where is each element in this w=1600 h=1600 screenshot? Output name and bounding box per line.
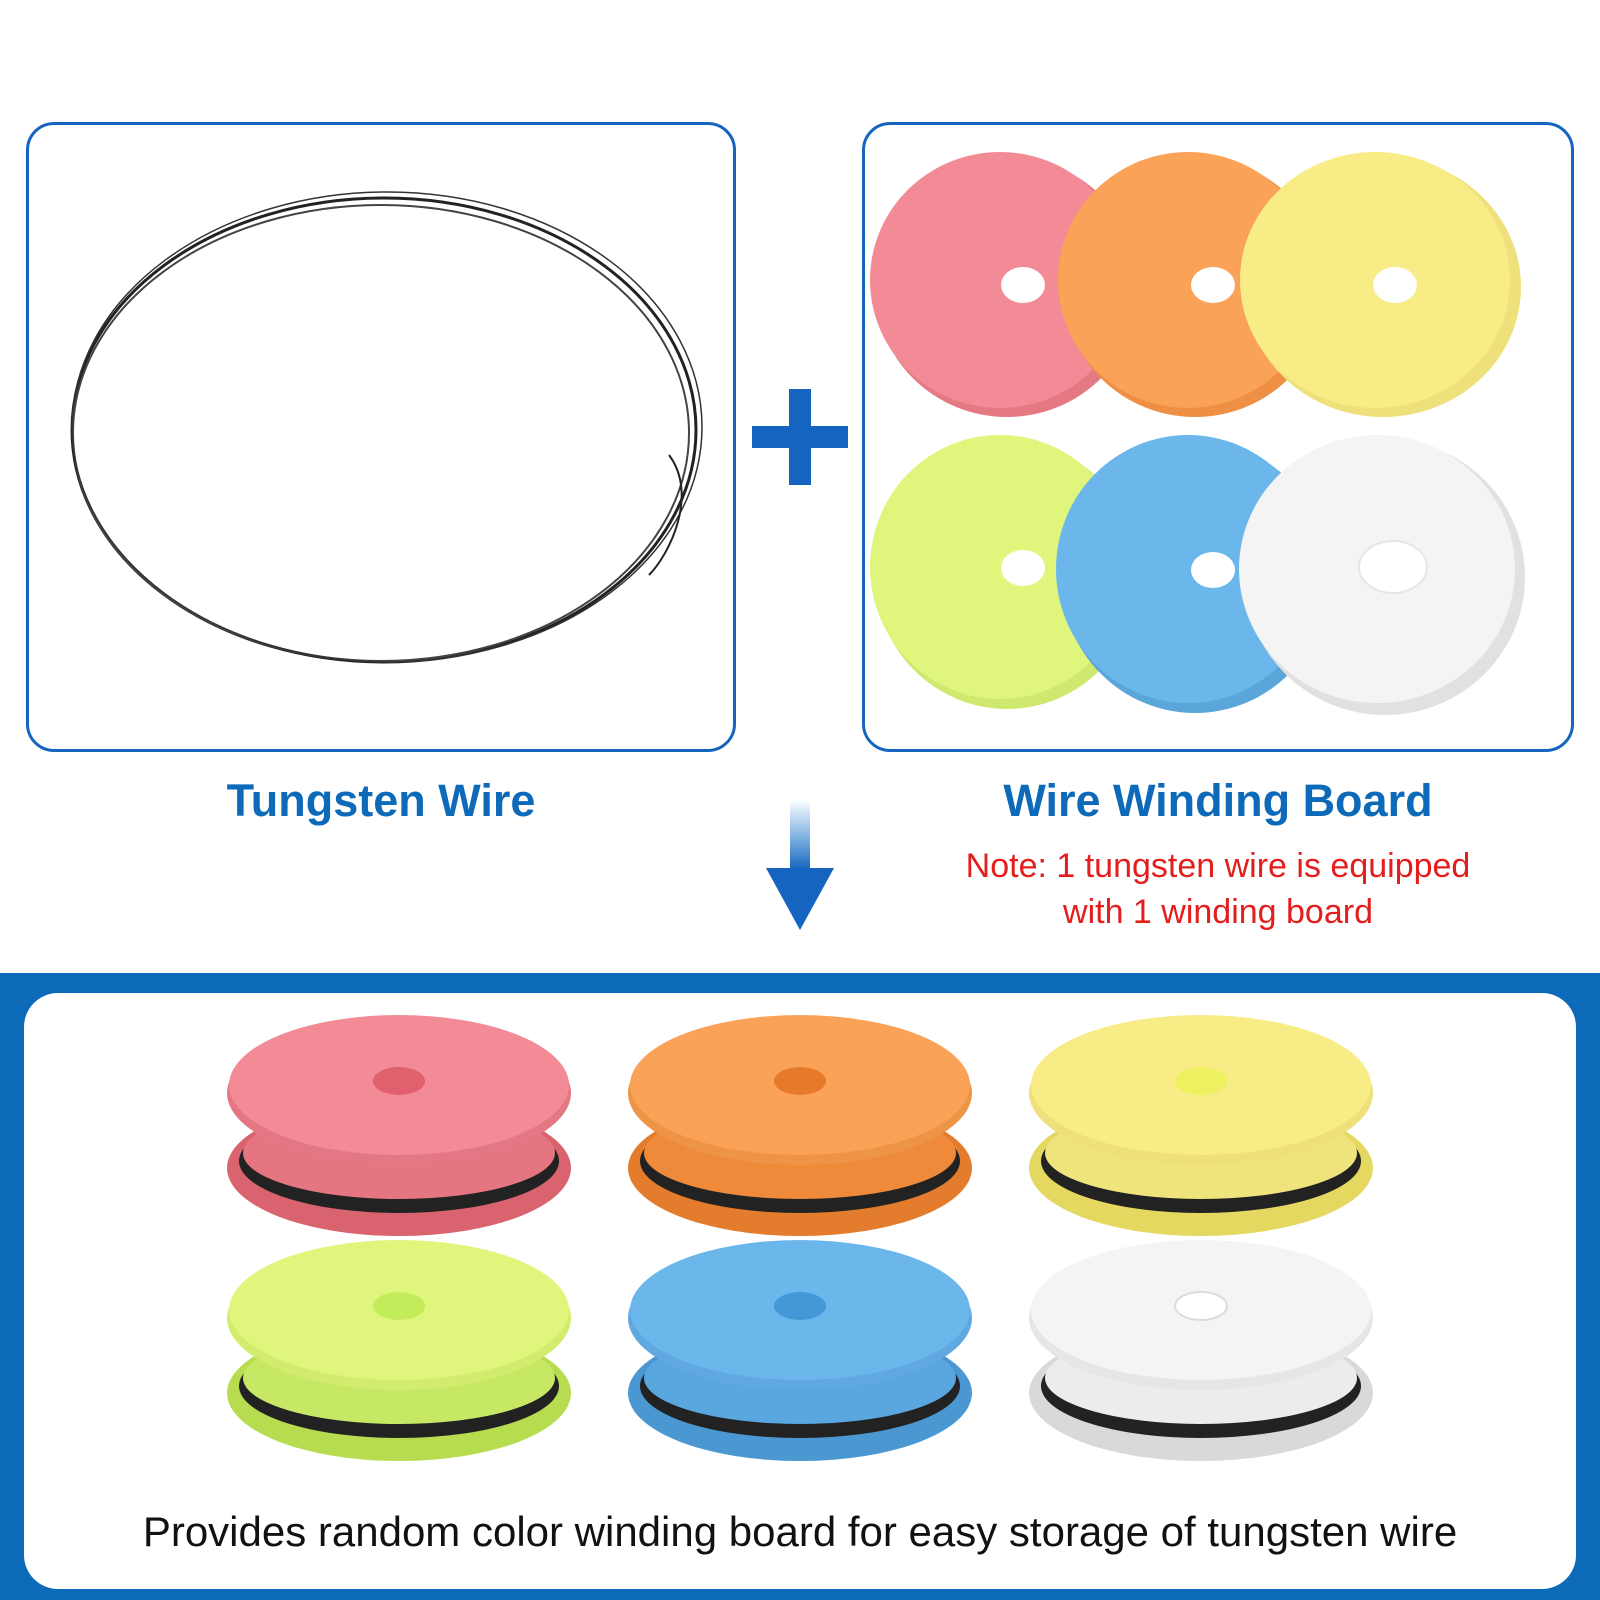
tungsten-wire-image (70, 191, 703, 664)
yellow-board (1240, 152, 1521, 417)
white-board (1239, 435, 1525, 715)
note-line-1: Note: 1 tungsten wire is equipped (965, 847, 1471, 885)
winding-board-panel (862, 122, 1574, 752)
note-text: Note: 1 tungsten wire is equipped with 1… (862, 843, 1574, 935)
white-spool (1029, 1240, 1373, 1461)
winding-boards-top-image (870, 152, 1525, 715)
yellow-spool (1029, 1015, 1373, 1236)
bottom-card (24, 993, 1576, 1589)
tungsten-wire-label: Tungsten Wire (226, 775, 536, 826)
green-spool (227, 1240, 571, 1461)
winding-board-label: Wire Winding Board (1003, 775, 1433, 826)
caption-text: Provides random color winding board for … (142, 1508, 1458, 1555)
blue-spool (628, 1240, 972, 1461)
orange-spool (628, 1015, 972, 1236)
note-line-2: with 1 winding board (1063, 893, 1373, 931)
wound-spools-image (227, 1015, 1373, 1461)
pink-spool (227, 1015, 571, 1236)
tungsten-wire-panel (26, 122, 736, 752)
